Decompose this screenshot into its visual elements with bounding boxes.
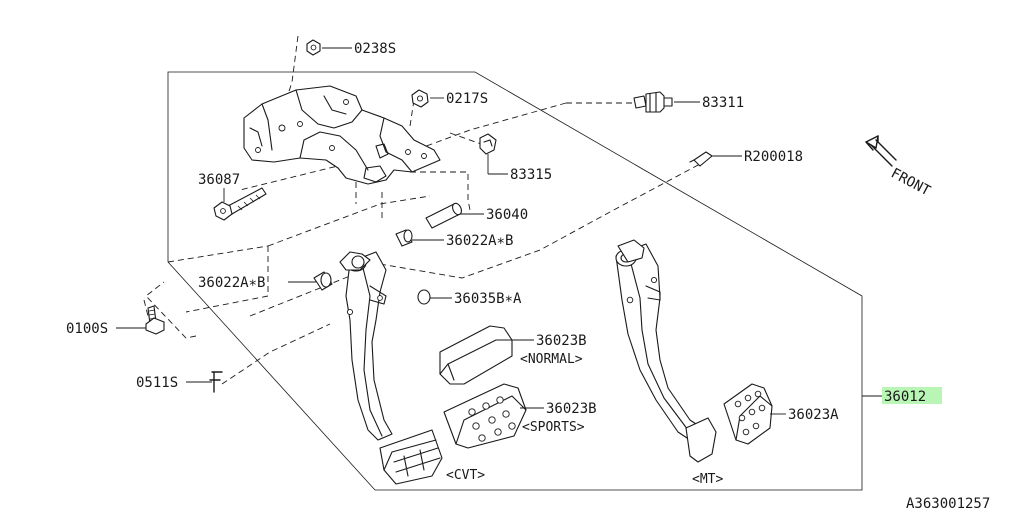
figure-code: A363001257 [906,496,990,512]
variant-normal: <NORMAL> [520,352,583,367]
pad-36023a [723,383,773,445]
callout-0217s: 0217S [446,91,488,107]
variant-cvt: <CVT> [446,468,485,483]
front-direction-arrow-icon [865,135,897,167]
switch-83311-icon [633,91,673,113]
callout-36040: 36040 [486,207,528,223]
callout-0511s: 0511S [136,375,178,391]
callout-r200018: R200018 [744,149,803,165]
callout-36087: 36087 [198,172,240,188]
mt-pedal [615,239,717,463]
leader-lines [116,47,882,415]
bolt-36087-icon [213,187,267,221]
bush-36022a-upper-icon [395,229,413,247]
front-label: FRONT [888,165,933,199]
callout-0100s: 0100S [66,321,108,337]
callout-36012-highlight [882,387,942,404]
callout-36022a-upper: 36022A∗B [446,233,513,249]
callout-36012: 36012 [884,389,926,405]
variant-sports: <SPORTS> [522,420,585,435]
callout-83311: 83311 [702,95,744,111]
callout-36023b-normal: 36023B [536,333,587,349]
bush-36022a-lower-icon [313,271,333,291]
pad-36023b-normal [439,325,513,385]
clip-83315-icon [479,133,497,155]
assembly-boundary [167,71,863,491]
pedal-bracket [243,85,441,185]
callout-0238s: 0238S [354,41,396,57]
clip-0511s-icon [209,371,223,393]
nut-0217s-icon [411,89,429,108]
cvt-brake-pedal [339,251,443,485]
callout-36023a: 36023A [788,407,839,423]
callout-36035b: 36035B∗A [454,291,522,307]
clip-r200018-icon [689,151,713,167]
bolt-0100s-icon [145,305,165,335]
stopper-36035b-icon [417,289,431,305]
variant-mt: <MT> [692,472,723,487]
callout-36022a-lower: 36022A∗B [198,275,265,291]
callout-83315: 83315 [510,167,552,183]
nut-0238s-icon [306,39,321,56]
callout-36023b-sports: 36023B [546,401,597,417]
pad-36023b-sports [443,383,527,449]
pipe-36040-icon [425,202,463,229]
